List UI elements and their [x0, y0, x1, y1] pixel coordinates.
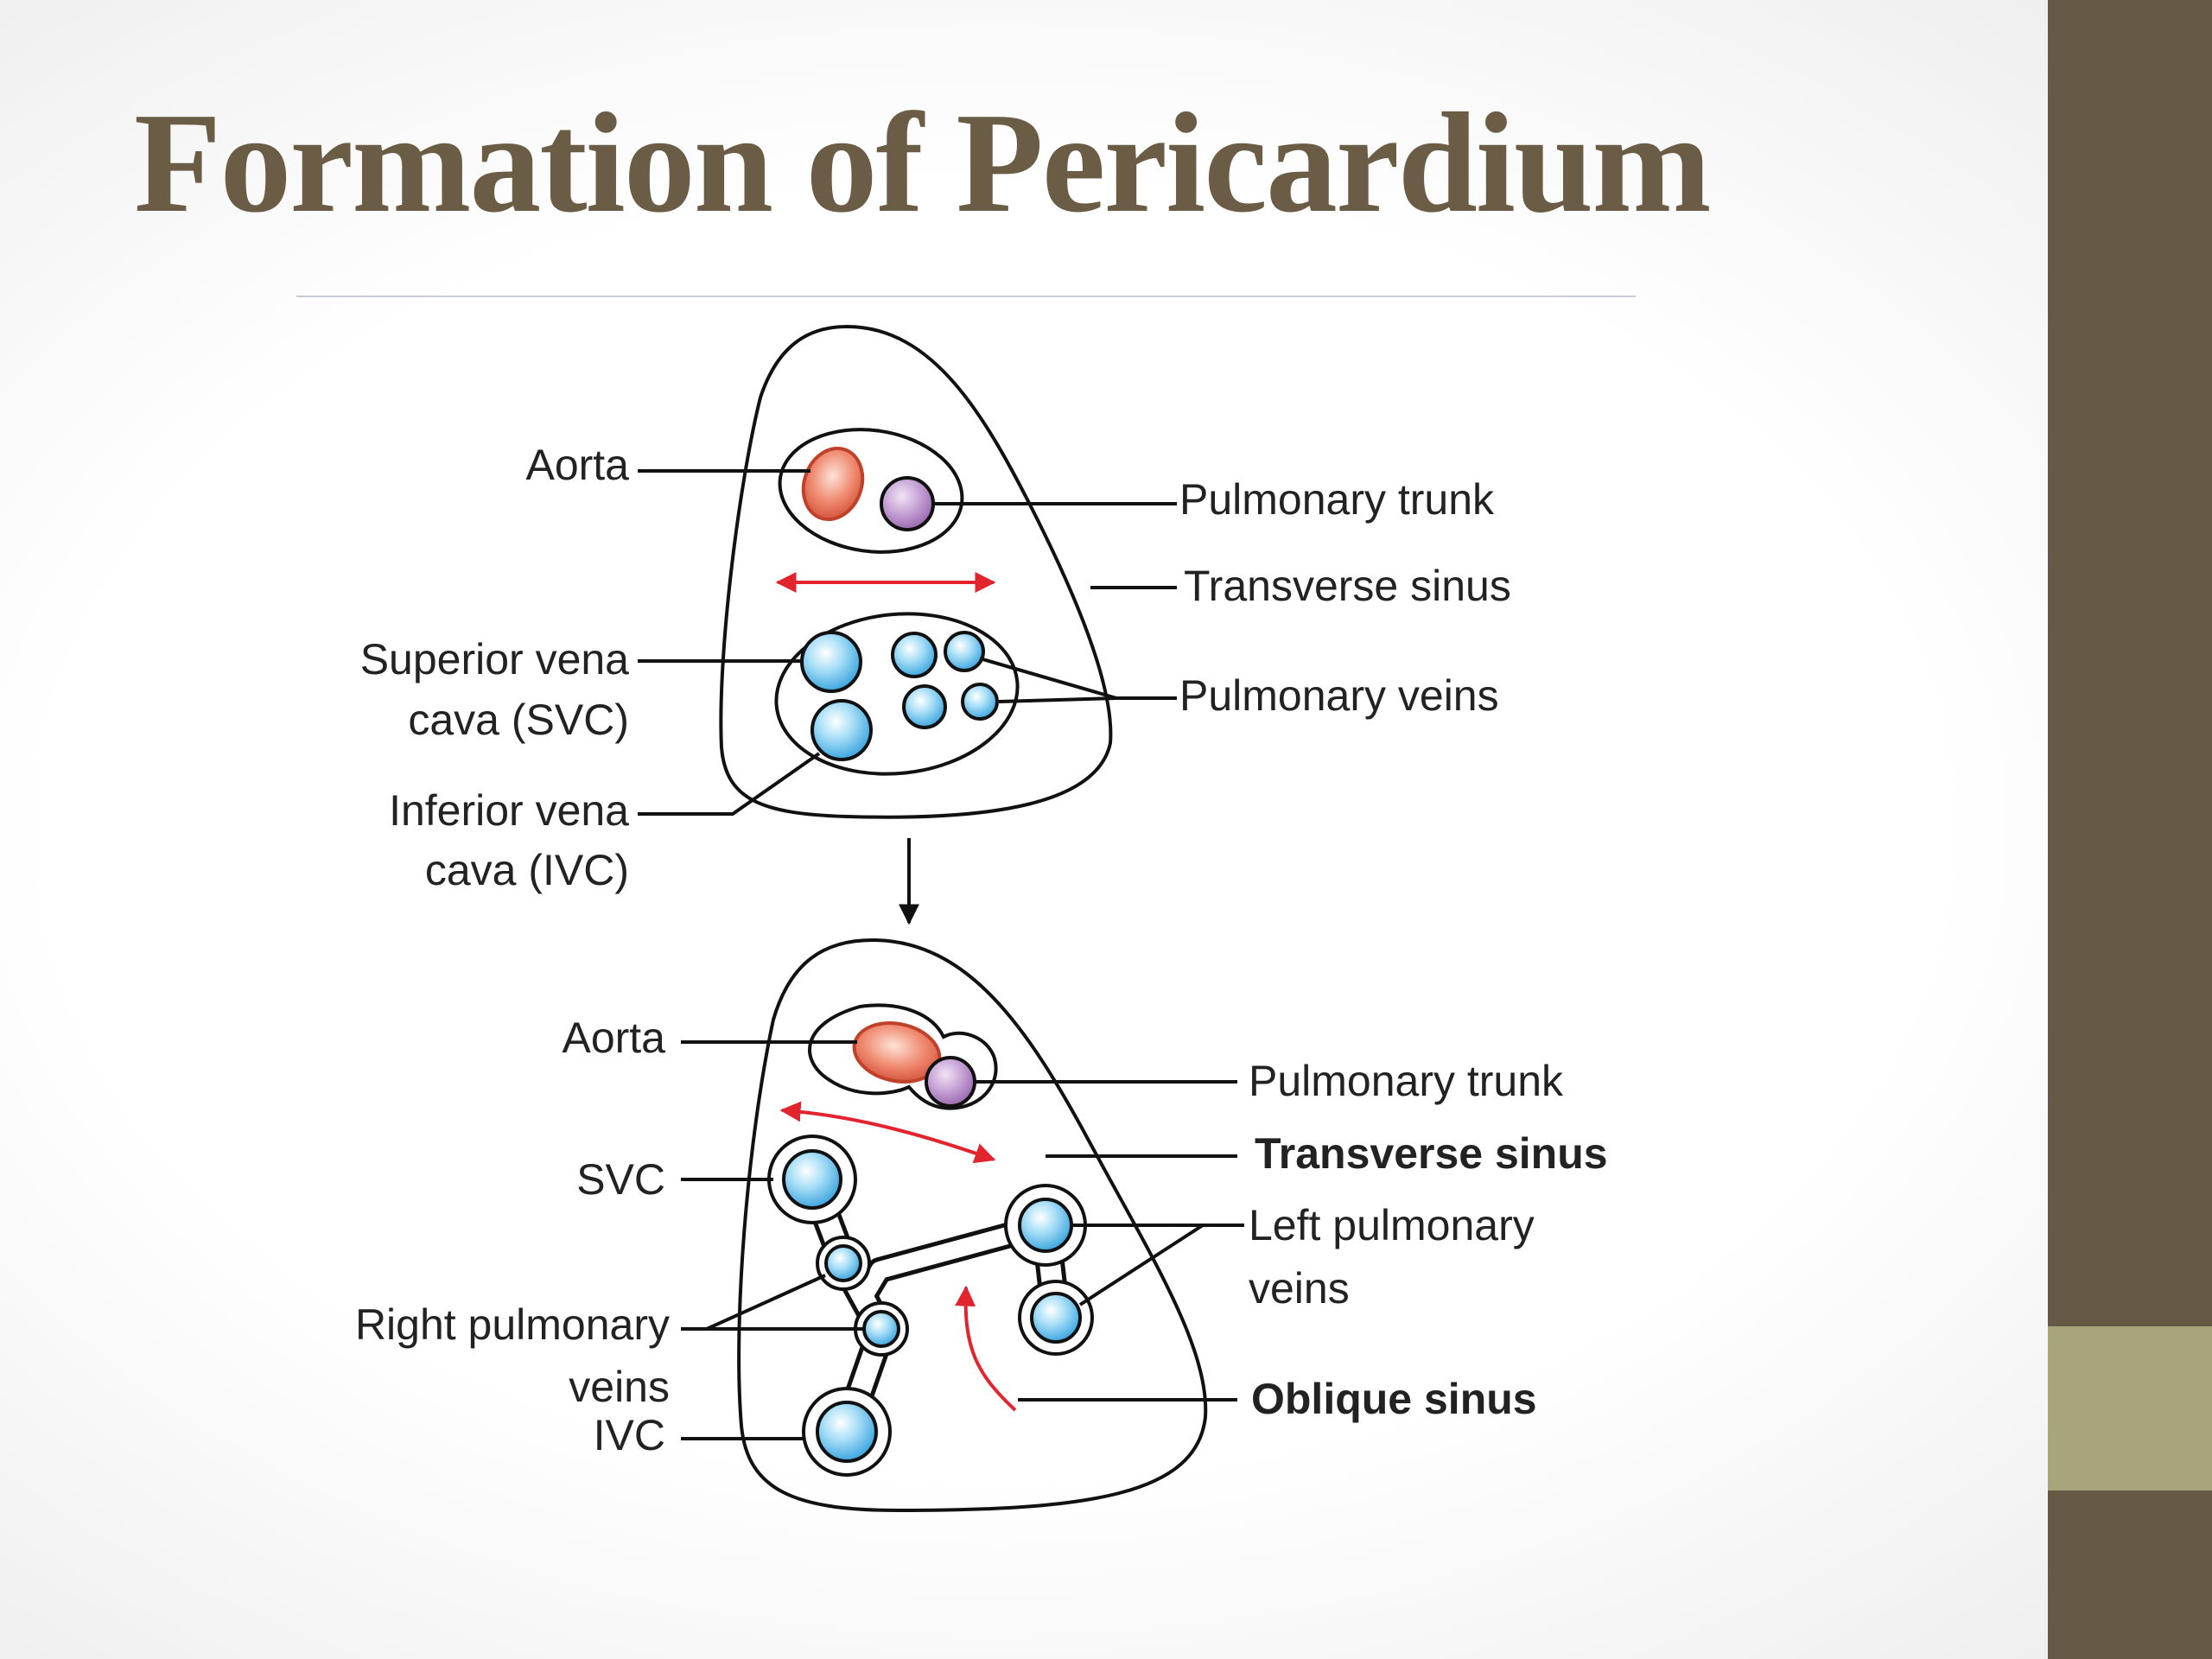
top-pulmonary-trunk: [880, 476, 935, 531]
bottom-svc: [782, 1149, 842, 1210]
bottom-label-oblique-sinus: Oblique sinus: [1251, 1375, 1537, 1423]
slide-title: Formation of Pericardium: [134, 83, 1712, 242]
bottom-diagram: Aorta Pulmonary trunk Transverse sinus S…: [355, 938, 1608, 1513]
bottom-left-pv-upper: [1018, 1198, 1073, 1253]
bottom-label-pulmonary-trunk: Pulmonary trunk: [1249, 1057, 1564, 1105]
oblique-sinus-arrow: [955, 1285, 1017, 1412]
bottom-left-pv-lower: [1030, 1292, 1082, 1344]
top-svc: [800, 631, 862, 693]
bottom-right-pv-lower: [862, 1310, 900, 1348]
top-pv-4: [961, 683, 999, 721]
bottom-label-left-pv-2: veins: [1249, 1264, 1350, 1313]
top-arterial-sheath: [778, 428, 964, 554]
top-label-pulmonary-trunk: Pulmonary trunk: [1179, 475, 1495, 524]
bottom-label-right-pv-2: veins: [569, 1363, 670, 1411]
top-venous-sheath: [774, 612, 1020, 776]
top-label-svc-1: Superior vena: [360, 635, 629, 683]
top-pericardial-sac: [719, 324, 1113, 819]
top-ivc: [810, 699, 873, 761]
bottom-label-left-pv-1: Left pulmonary: [1249, 1201, 1535, 1249]
top-aorta: [801, 446, 865, 522]
top-label-aorta: Aorta: [525, 441, 629, 489]
top-label-pulmonary-veins: Pulmonary veins: [1179, 671, 1499, 720]
bottom-label-svc: SVC: [576, 1155, 665, 1204]
bottom-label-transverse-sinus: Transverse sinus: [1255, 1129, 1608, 1178]
bottom-label-ivc: IVC: [594, 1411, 665, 1459]
sidebar-accent-block: [2048, 1326, 2212, 1491]
bottom-right-pv-upper: [824, 1244, 862, 1282]
bottom-ivc: [816, 1401, 878, 1463]
top-diagram: Aorta Pulmonary trunk Transverse sinus S…: [360, 324, 1511, 894]
bottom-pulmonary-trunk: [925, 1056, 976, 1108]
top-pv-3: [902, 684, 947, 729]
title-divider: [296, 296, 1636, 297]
top-label-ivc-1: Inferior vena: [389, 786, 629, 835]
bottom-pericardial-sac: [737, 938, 1208, 1513]
top-pv-2: [944, 631, 985, 672]
bottom-label-right-pv-1: Right pulmonary: [355, 1300, 670, 1349]
top-label-transverse-sinus: Transverse sinus: [1184, 562, 1511, 610]
bottom-transverse-sinus-arrow: [779, 1101, 996, 1164]
top-label-ivc-2: cava (IVC): [425, 846, 629, 894]
bottom-label-aorta: Aorta: [562, 1014, 665, 1062]
top-pv-1: [891, 632, 938, 678]
top-label-svc-2: cava (SVC): [408, 696, 629, 744]
